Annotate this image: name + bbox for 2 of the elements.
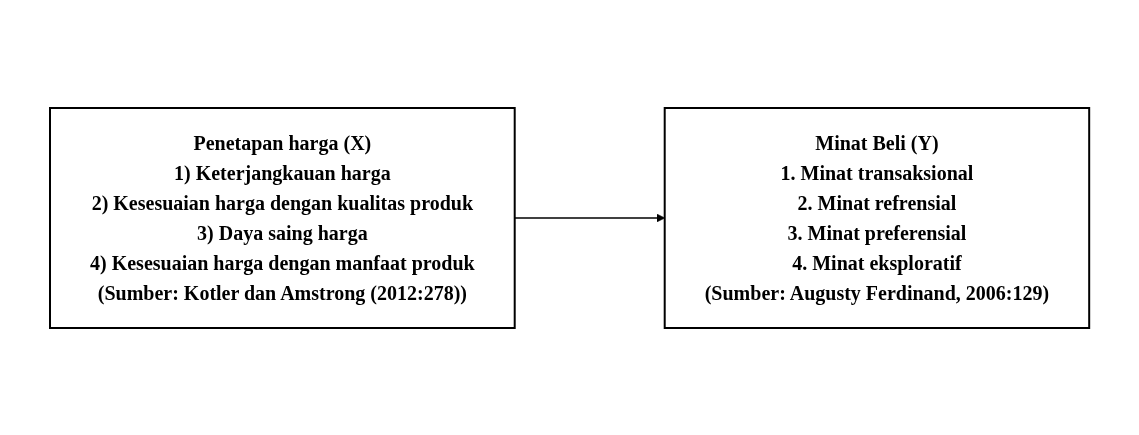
node-box: Minat Beli (Y) 1. Minat transaksional 2. Minat refrensial 3. Minat preferensial 4. Minat eksploratif (Sumber: Augusty Ferdinand, 2006:129)	[663, 106, 1091, 329]
node-box: Penetapan harga (X) 1) Keterjangkauan harga 2) Kesesuaian harga dengan kualitas produk 3) Daya saing harga 4) Kesesuaian harga dengan manfaat produk (Sumber: Kotler dan Amstrong (2012:278))	[48, 106, 516, 329]
